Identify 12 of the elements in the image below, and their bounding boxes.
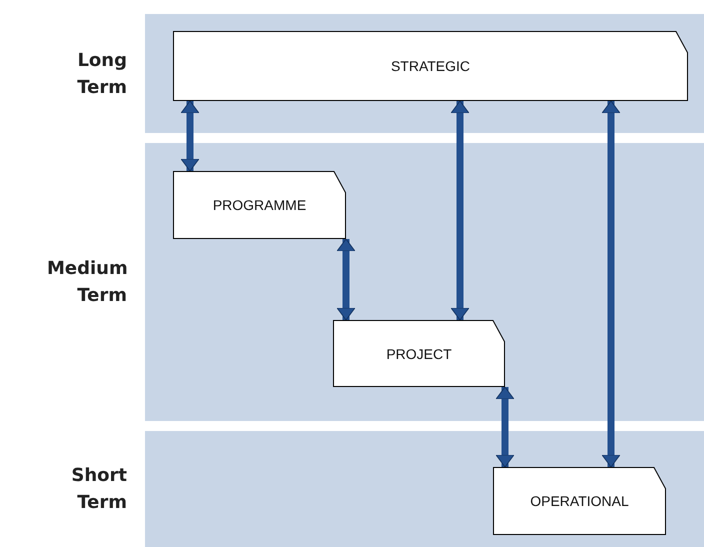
double-arrow (496, 386, 514, 468)
double-arrow (336, 238, 356, 320)
double-arrow (450, 100, 470, 320)
double-arrow (602, 100, 620, 468)
box-label: PROGRAMME (212, 197, 306, 213)
row-label: Long Term (76, 48, 127, 100)
box-label: OPERATIONAL (530, 493, 629, 509)
box-label: PROJECT (386, 346, 452, 362)
box-label: STRATEGIC (390, 58, 470, 74)
row-label: Medium Term (47, 257, 127, 308)
row-label: Short Term (70, 464, 127, 515)
double-arrow (180, 100, 200, 172)
